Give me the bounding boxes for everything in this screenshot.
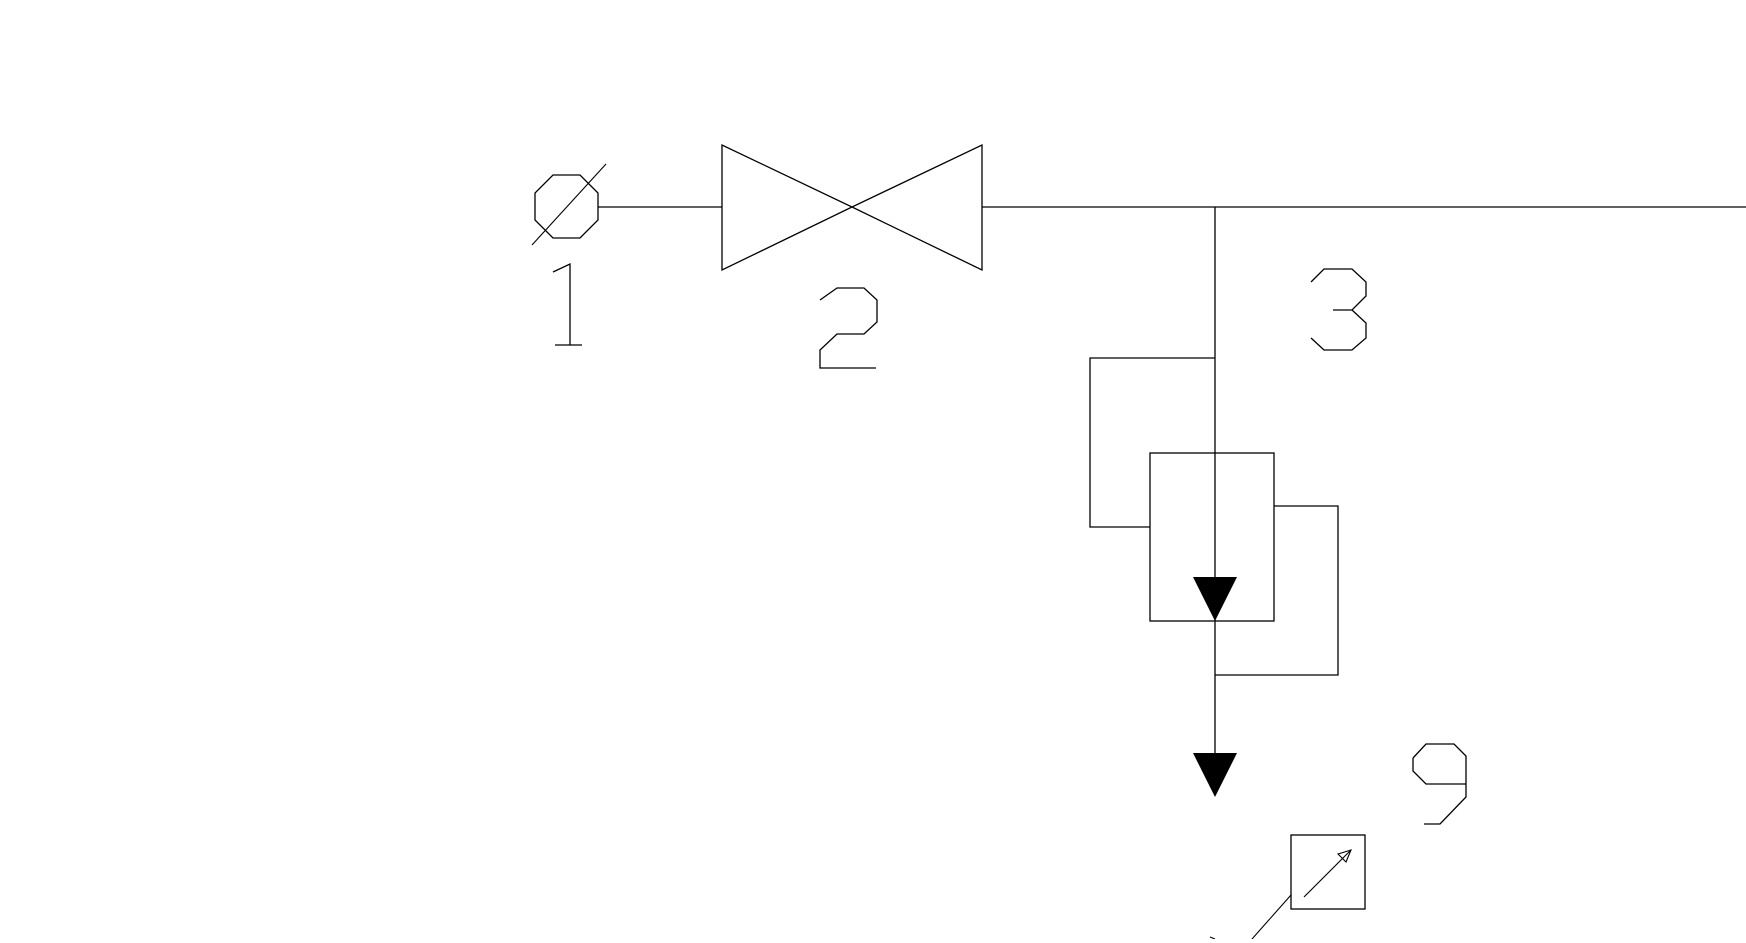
label-3-glyph	[1310, 268, 1367, 351]
label-2-glyph	[819, 287, 878, 369]
adjustable-instrument-icon[interactable]	[1209, 834, 1366, 940]
label-3: 3	[1334, 305, 1340, 316]
gauge-connection-icon[interactable]	[531, 163, 607, 246]
flow-arrow-icon	[1193, 577, 1237, 621]
label-9-glyph	[1412, 743, 1467, 825]
label-9: 9	[1436, 780, 1442, 791]
gate-valve-icon[interactable]	[721, 143, 983, 272]
label-2: 2	[842, 325, 848, 336]
drain-arrow-icon	[1193, 753, 1237, 797]
label-1-glyph	[552, 262, 582, 346]
label-1: 1	[560, 300, 566, 311]
bypass-block-icon[interactable]	[1089, 357, 1339, 676]
